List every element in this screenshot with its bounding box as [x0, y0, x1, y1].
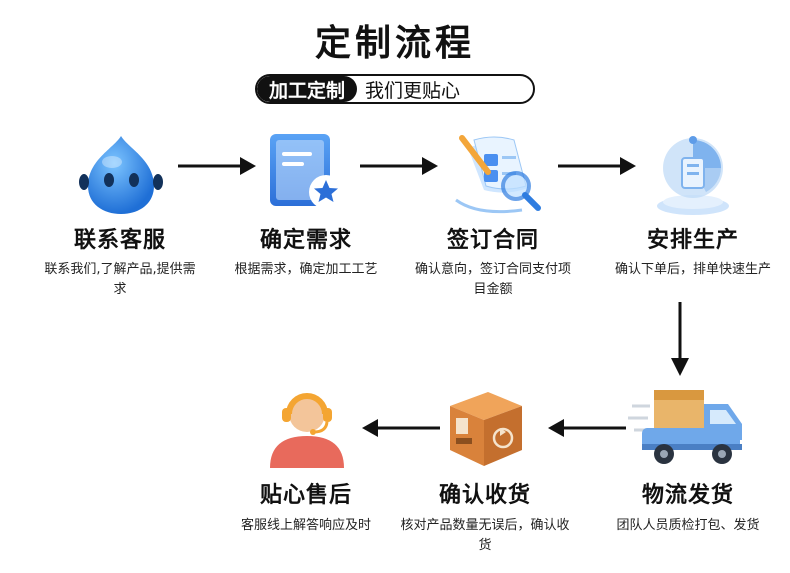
- step-title-after-sales: 贴心售后: [259, 483, 352, 508]
- customer-service-icon: [262, 382, 352, 472]
- step-title-contact: 联系客服: [73, 228, 166, 253]
- arrow-right-icon: [360, 157, 438, 175]
- arrow-right-icon: [178, 157, 256, 175]
- tagline-highlight: 加工定制: [257, 76, 358, 102]
- package-box-icon: [440, 382, 530, 472]
- step-desc-contact: 联系我们,了解产品,提供需求: [44, 262, 196, 297]
- document-star-icon: [262, 130, 352, 220]
- step-desc-shipping: 团队人员质检打包、发货: [616, 518, 760, 533]
- arrow-right-icon: [558, 157, 636, 175]
- production-icon: [648, 128, 738, 218]
- step-desc-contract: 确认意向，签订合同支付项目金额: [414, 262, 571, 297]
- mascot-icon: [76, 130, 166, 220]
- step-desc-receipt: 核对产品数量无误后，确认收货: [400, 518, 570, 553]
- page-title: 定制流程: [314, 23, 475, 64]
- arrow-left-icon: [362, 419, 440, 437]
- step-title-receipt: 确认收货: [438, 483, 531, 508]
- contract-icon: [448, 128, 541, 218]
- tagline: 加工定制 我们更贴心: [255, 74, 535, 104]
- delivery-truck-icon: [628, 384, 753, 474]
- arrow-left-icon: [548, 419, 626, 437]
- step-title-production: 安排生产: [646, 228, 739, 253]
- step-title-contract: 签订合同: [446, 228, 539, 253]
- step-title-shipping: 物流发货: [641, 483, 734, 508]
- arrow-down-icon: [671, 302, 689, 376]
- step-desc-after-sales: 客服线上解答响应及时: [240, 518, 371, 533]
- step-title-requirements: 确定需求: [259, 228, 352, 253]
- step-desc-production: 确认下单后，排单快速生产: [614, 262, 771, 277]
- step-desc-requirements: 根据需求，确定加工工艺: [234, 262, 378, 277]
- tagline-rest: 我们更贴心: [365, 79, 461, 102]
